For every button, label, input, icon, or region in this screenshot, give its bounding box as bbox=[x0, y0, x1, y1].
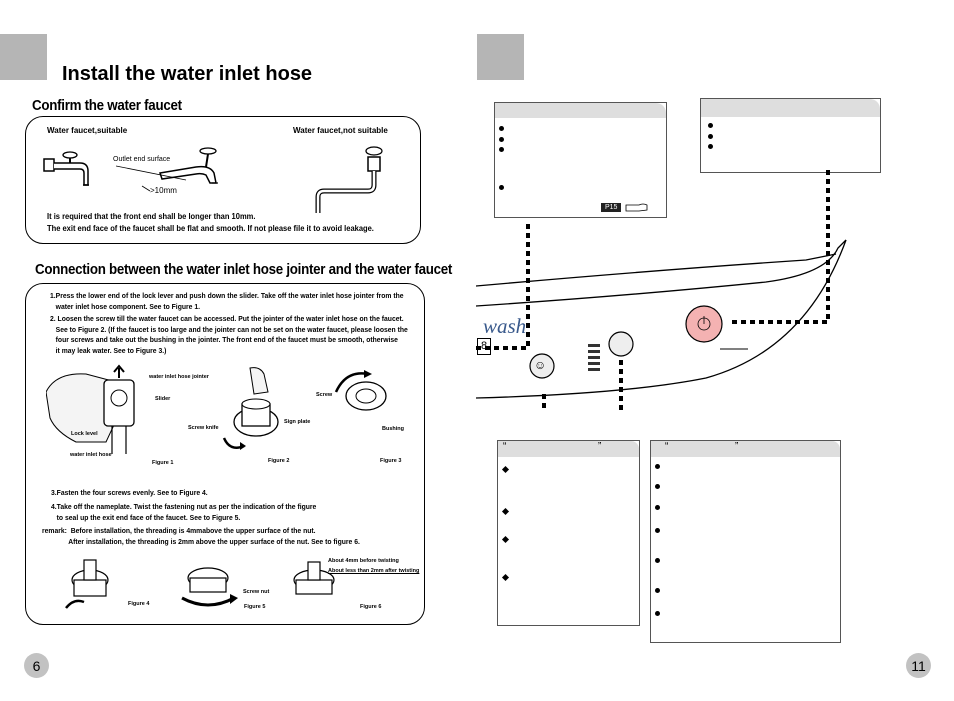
faucet-box: Water faucet,suitable Water faucet,not s… bbox=[25, 116, 421, 244]
display-digit: 8 bbox=[477, 338, 491, 355]
faucet-text-2: The exit end face of the faucet shall be… bbox=[47, 224, 374, 233]
figure-1-caption: Figure 1 bbox=[152, 460, 174, 466]
section-heading-faucet: Confirm the water faucet bbox=[32, 98, 182, 114]
faucet-suitable-1-illustration bbox=[43, 151, 89, 186]
figure-2-illustration bbox=[222, 367, 279, 450]
quote-open: “ bbox=[503, 441, 507, 452]
figure-2-caption: Figure 2 bbox=[268, 458, 290, 464]
quote-close: ” bbox=[735, 441, 739, 452]
callout-top-left: P15 bbox=[494, 102, 667, 218]
smiley-icon: ☺ bbox=[534, 358, 547, 372]
label-about-4mm: About 4mm before twisting bbox=[328, 558, 399, 564]
figure-5-caption: Figure 5 bbox=[244, 604, 266, 610]
label-not-suitable: Water faucet,not suitable bbox=[293, 126, 388, 135]
bullet bbox=[501, 465, 510, 474]
callout-bottom-right: “ ” bbox=[650, 440, 841, 643]
quote-open: “ bbox=[665, 441, 669, 452]
label-jointer: water inlet hose jointer bbox=[149, 374, 209, 380]
label-screw-knife: Screw knife bbox=[188, 425, 219, 431]
bullet bbox=[499, 137, 504, 142]
callout-bottom-left-header: “ ” bbox=[498, 441, 639, 457]
brand-logo: wash bbox=[483, 314, 527, 338]
bullet bbox=[655, 484, 660, 489]
bullet bbox=[501, 535, 510, 544]
label-bushing: Bushing bbox=[382, 426, 404, 432]
figure-3-illustration bbox=[334, 370, 387, 411]
bullet bbox=[499, 185, 504, 190]
figure-6-caption: Figure 6 bbox=[360, 604, 382, 610]
bullet bbox=[501, 507, 510, 516]
label-suitable: Water faucet,suitable bbox=[47, 126, 128, 135]
bullet bbox=[655, 505, 660, 510]
figure-4-illustration bbox=[65, 559, 109, 609]
p15-tag: P15 bbox=[601, 203, 622, 212]
label-about-2mm: About less than 2mm after twisting bbox=[328, 568, 420, 574]
control-panel-illustration bbox=[476, 170, 847, 410]
bullet bbox=[655, 611, 660, 616]
callout-bottom-left: “ ” bbox=[497, 440, 640, 626]
step-2-text: 2. Loosen the screw till the water fauce… bbox=[50, 314, 408, 355]
left-page-marker bbox=[0, 34, 47, 80]
bullet bbox=[655, 528, 660, 533]
label-screw-nut: Screw nut bbox=[243, 589, 270, 595]
figure-6-illustration bbox=[293, 561, 335, 595]
faucet-text-1: It is required that the front end shall … bbox=[47, 212, 256, 221]
bullet bbox=[708, 134, 713, 139]
hand-pointer-icon bbox=[625, 203, 648, 212]
figure-1-illustration bbox=[46, 364, 135, 454]
remark-text: remark: Before installation, the threadi… bbox=[42, 526, 360, 546]
callout-top-right bbox=[700, 98, 881, 173]
left-page-number: 6 bbox=[24, 653, 49, 678]
pointer-lines bbox=[116, 165, 187, 192]
faucet-not-suitable-illustration bbox=[315, 146, 383, 213]
connection-box: 1.Press the lower end of the lock lever … bbox=[25, 283, 425, 625]
bullet bbox=[499, 126, 504, 131]
bullet bbox=[499, 147, 504, 152]
callout-top-right-header bbox=[701, 99, 880, 117]
bullet bbox=[655, 464, 660, 469]
callout-bottom-right-header: “ ” bbox=[651, 441, 840, 457]
bullet bbox=[708, 123, 713, 128]
bullet bbox=[655, 588, 660, 593]
right-page-marker bbox=[477, 34, 524, 80]
label-hose: water inlet hose bbox=[70, 452, 112, 458]
step-4-text: 4.Take off the nameplate. Twist the fast… bbox=[51, 502, 317, 522]
step-3-text: 3.Fasten the four screws evenly. See to … bbox=[51, 488, 208, 497]
label-lock-level: Lock level bbox=[71, 431, 98, 437]
figure-3-caption: Figure 3 bbox=[380, 458, 402, 464]
faucet-suitable-2-illustration bbox=[159, 147, 218, 184]
figure-5-illustration bbox=[181, 567, 238, 607]
label-screw: Screw bbox=[316, 392, 333, 398]
label-outlet: Outlet end surface bbox=[113, 156, 171, 163]
page-title: Install the water inlet hose bbox=[62, 63, 313, 85]
label-sign-plate: Sign plate bbox=[284, 419, 311, 425]
quote-close: ” bbox=[598, 441, 602, 452]
bullet bbox=[501, 573, 510, 582]
figure-4-caption: Figure 4 bbox=[128, 601, 150, 607]
label-slider: Slider bbox=[155, 396, 171, 402]
right-page-number: 11 bbox=[906, 653, 931, 678]
step-1-text: 1.Press the lower end of the lock lever … bbox=[50, 291, 404, 311]
section-heading-connection: Connection between the water inlet hose … bbox=[35, 262, 453, 278]
callout-top-left-header bbox=[495, 103, 666, 118]
label-10mm: >10mm bbox=[150, 186, 177, 195]
bullet bbox=[708, 144, 713, 149]
bullet bbox=[655, 558, 660, 563]
